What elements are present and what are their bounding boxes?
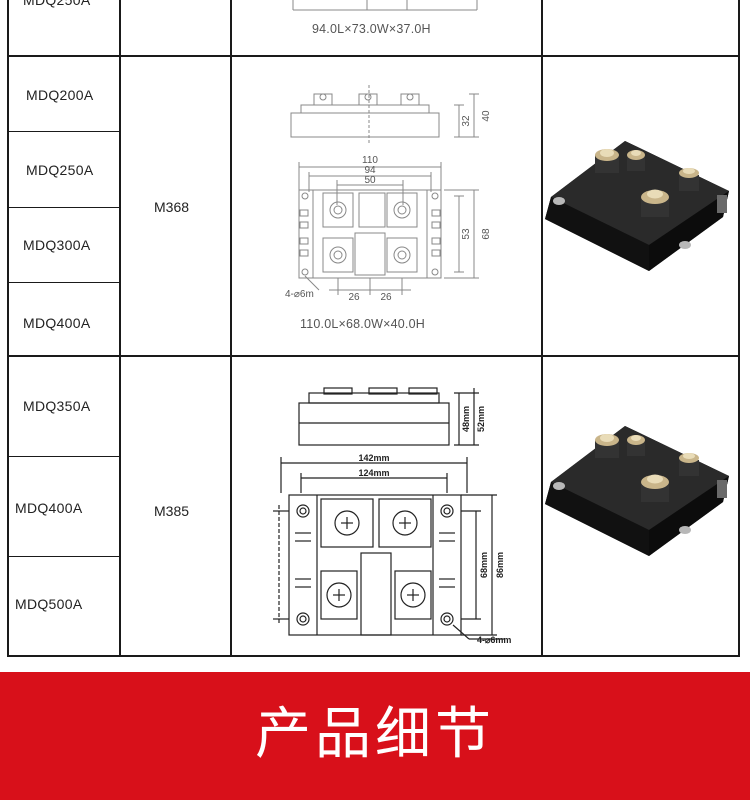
- dim-label: 68: [481, 228, 492, 240]
- model-name: MDQ400A: [15, 500, 83, 516]
- model-name: MDQ250A: [23, 0, 91, 8]
- dimensions-label: 110.0L×68.0W×40.0H: [300, 317, 425, 331]
- section-banner: [0, 672, 750, 800]
- product-spec-table: MDQ250A 94.0L×73.0W×37.0H MDQ200A MDQ250…: [7, 0, 740, 658]
- dim-label: 26: [348, 292, 360, 303]
- module-photo: [545, 141, 729, 271]
- row-divider: [7, 55, 740, 57]
- model-divider: [7, 131, 119, 132]
- dim-label: 124mm: [358, 468, 389, 478]
- row-divider: [7, 355, 740, 357]
- model-name: MDQ350A: [23, 398, 91, 414]
- dim-label: 94: [364, 165, 376, 176]
- column-divider: [230, 0, 232, 657]
- dim-label: 53: [461, 228, 472, 240]
- dim-label: 52mm: [476, 406, 486, 432]
- dim-label: 48mm: [461, 406, 471, 432]
- column-divider: [738, 0, 740, 657]
- row-divider: [7, 655, 740, 657]
- model-name: MDQ300A: [23, 237, 91, 253]
- package-code: M368: [154, 199, 190, 215]
- m385-dimension-drawing: 142mm 124mm 48mm 52mm 68mm 86mm 4-⌀6mm: [273, 387, 511, 645]
- section-title: 产品细节: [255, 702, 495, 767]
- package-code: M385: [154, 503, 190, 519]
- model-divider: [7, 456, 119, 457]
- dim-label: 68mm: [479, 552, 489, 578]
- m368-dimension-drawing: 110 94 50 32 40 53 68 4-⌀6m 26 26: [285, 85, 492, 303]
- column-divider: [119, 0, 121, 657]
- model-name: MDQ500A: [15, 596, 83, 612]
- dim-label: 110: [362, 155, 378, 166]
- column-divider: [7, 0, 9, 657]
- model-divider: [7, 556, 119, 557]
- dim-label: 40: [481, 110, 492, 122]
- dim-label: 50: [364, 175, 376, 186]
- module-photo: [545, 426, 729, 556]
- dim-label: 32: [461, 115, 472, 127]
- column-divider: [541, 0, 543, 657]
- top-drawing-fragment: [292, 0, 478, 11]
- model-name: MDQ250A: [26, 162, 94, 178]
- model-divider: [7, 207, 119, 208]
- dim-label: 86mm: [495, 552, 505, 578]
- model-name: MDQ200A: [26, 87, 94, 103]
- dim-label: 142mm: [358, 453, 389, 463]
- model-name: MDQ400A: [23, 315, 91, 331]
- dim-label: 26: [380, 292, 392, 303]
- hole-label: 4-⌀6mm: [477, 635, 511, 645]
- hole-label: 4-⌀6m: [285, 289, 314, 300]
- dimensions-label: 94.0L×73.0W×37.0H: [312, 22, 431, 36]
- model-divider: [7, 282, 119, 283]
